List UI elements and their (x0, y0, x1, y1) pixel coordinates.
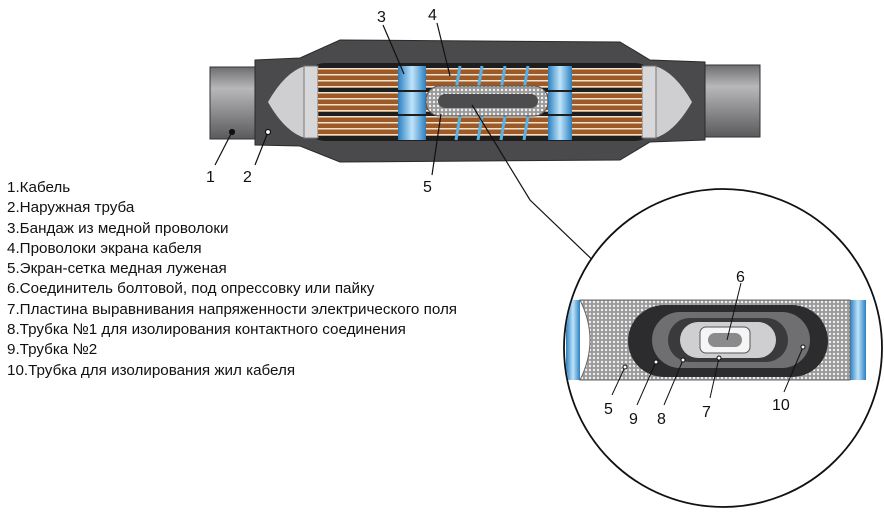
legend-item: 4.Проволоки экрана кабеля (7, 239, 202, 257)
callout-2: 2 (243, 169, 252, 186)
detail-leader-lines (611, 282, 806, 406)
legend-item: 10.Трубка для изолирования жил кабеля (7, 361, 296, 379)
leader-lines (214, 22, 604, 271)
callout-1: 1 (206, 169, 215, 186)
detail-callout-9: 9 (629, 411, 638, 428)
legend-item: 8.Трубка №1 для изолирования контактного… (7, 321, 406, 339)
detail-callout-10: 10 (772, 397, 790, 414)
callout-4: 4 (428, 7, 437, 24)
cone-left (268, 66, 305, 138)
legend-item: 6.Соединитель болтовой, под опрессовку и… (7, 280, 375, 298)
detail-callout-8: 8 (657, 411, 666, 428)
legend-item: 7.Пластина выравнивания напряженности эл… (7, 300, 458, 318)
detail-callout-7: 7 (702, 404, 711, 421)
callout-5: 5 (423, 179, 432, 196)
legend-item: 2.Наружная труба (7, 199, 135, 217)
legend: 1.Кабель 2.Наружная труба 3.Бандаж из ме… (7, 178, 457, 381)
legend-item: 9.Трубка №2 (7, 341, 98, 359)
legend-item: 3.Бандаж из медной проволоки (7, 219, 229, 237)
detail-callout-5: 5 (604, 401, 613, 418)
legend-item: 1.Кабель (7, 179, 71, 196)
cone-right (655, 66, 692, 138)
detail-callout-6: 6 (736, 269, 745, 286)
detail-magnifier (563, 188, 883, 508)
cable-right (699, 64, 761, 138)
callout-3: 3 (377, 9, 386, 26)
connector-sleeve (438, 94, 538, 108)
legend-item: 5.Экран-сетка медная луженая (7, 260, 227, 278)
